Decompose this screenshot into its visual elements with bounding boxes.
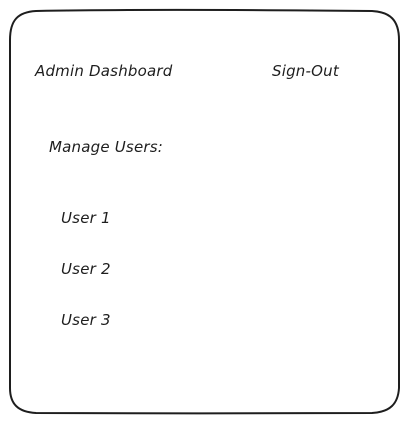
page-title: Admin Dashboard	[35, 62, 173, 80]
user-list-item[interactable]: User 3	[61, 311, 111, 329]
user-list-item[interactable]: User 2	[61, 260, 111, 278]
sign-out-link[interactable]: Sign-Out	[272, 62, 339, 80]
manage-users-heading: Manage Users:	[49, 138, 164, 156]
user-list-item[interactable]: User 1	[61, 209, 111, 227]
